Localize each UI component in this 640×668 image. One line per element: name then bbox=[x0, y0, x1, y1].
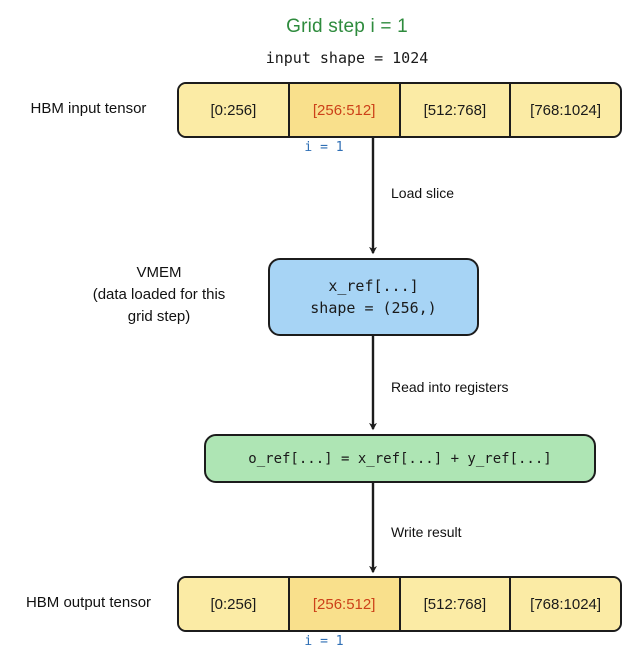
hbm-output-tensor-label: HBM output tensor bbox=[25, 594, 152, 611]
hbm-input-tensor-row: [0:256] [256:512] [512:768] [768:1024] bbox=[177, 82, 622, 138]
vmem-box-line-1: x_ref[...] bbox=[328, 276, 419, 295]
grid-step-title: Grid step i = 1 bbox=[286, 16, 408, 37]
hbm-output-cell-0[interactable]: [0:256] bbox=[179, 578, 290, 630]
vmem-caption: VMEM (data loaded for this grid step) bbox=[48, 262, 270, 327]
edge-label-write-result: Write result bbox=[391, 524, 462, 540]
hbm-input-tensor-label: HBM input tensor bbox=[30, 100, 147, 117]
input-shape-subtitle: input shape = 1024 bbox=[265, 49, 429, 67]
edge-label-read-into-registers: Read into registers bbox=[391, 379, 509, 395]
hbm-output-cell-3[interactable]: [768:1024] bbox=[511, 578, 620, 630]
hbm-output-tensor-row: [0:256] [256:512] [512:768] [768:1024] bbox=[177, 576, 622, 632]
hbm-input-cell-1[interactable]: [256:512] bbox=[289, 84, 401, 136]
vmem-caption-line-1: VMEM bbox=[136, 264, 182, 281]
hbm-input-cell-0[interactable]: [0:256] bbox=[179, 84, 290, 136]
hbm-input-cell-3[interactable]: [768:1024] bbox=[511, 84, 620, 136]
hbm-input-index-caption: i = 1 bbox=[304, 140, 344, 155]
hbm-input-cell-2[interactable]: [512:768] bbox=[400, 84, 512, 136]
vmem-box[interactable]: x_ref[...] shape = (256,) bbox=[268, 258, 479, 336]
edge-label-load-slice: Load slice bbox=[391, 185, 455, 201]
vmem-box-line-2: shape = (256,) bbox=[310, 299, 437, 317]
hbm-output-cell-1[interactable]: [256:512] bbox=[289, 578, 401, 630]
compute-expression: o_ref[...] = x_ref[...] + y_ref[...] bbox=[248, 450, 552, 467]
hbm-output-index-caption: i = 1 bbox=[304, 634, 344, 649]
hbm-output-cell-2[interactable]: [512:768] bbox=[400, 578, 512, 630]
compute-box[interactable]: o_ref[...] = x_ref[...] + y_ref[...] bbox=[204, 434, 596, 483]
vmem-caption-line-2: (data loaded for this bbox=[92, 285, 226, 303]
vmem-caption-line-3: grid step) bbox=[127, 307, 191, 325]
